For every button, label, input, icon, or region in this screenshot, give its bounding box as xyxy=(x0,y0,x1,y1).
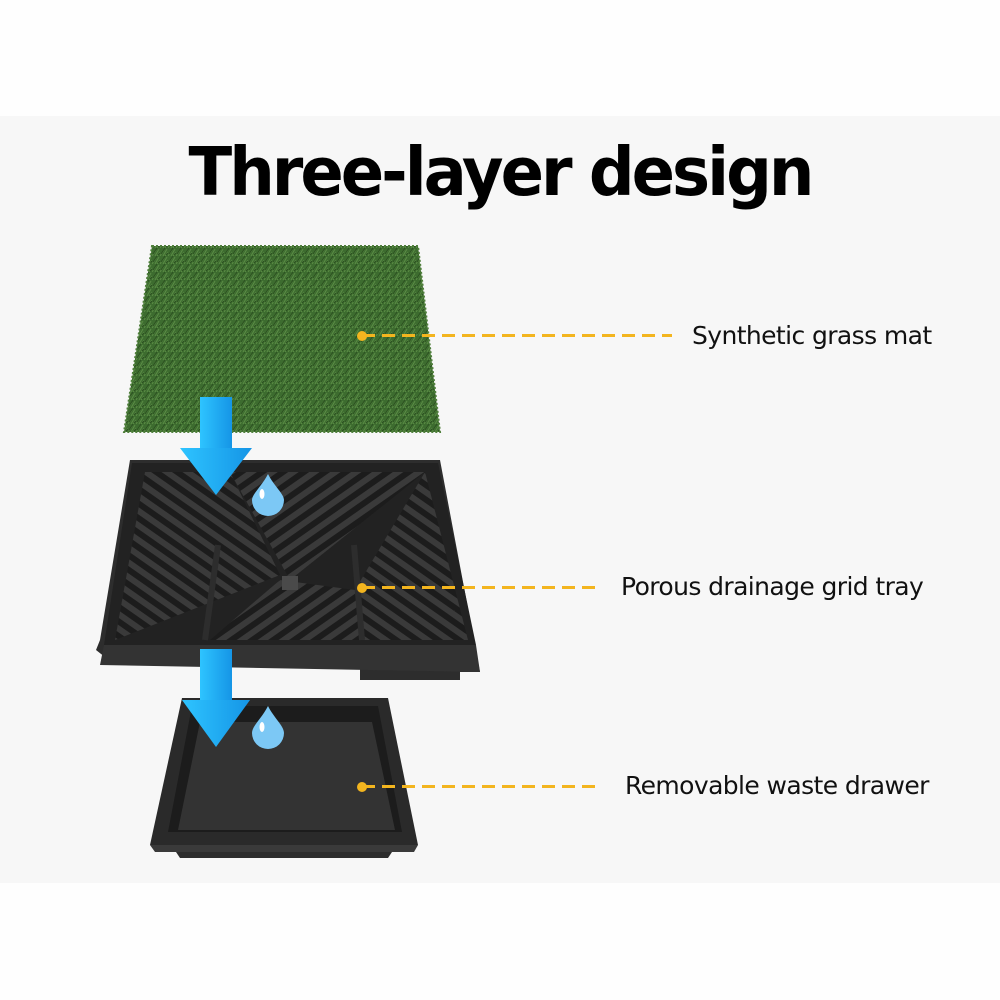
leader-line-grass xyxy=(357,331,672,341)
page-title: Three-layer design xyxy=(188,134,815,212)
leader-dot xyxy=(357,583,367,593)
label-grid-tray: Porous drainage grid tray xyxy=(621,572,924,601)
down-arrow-icon xyxy=(182,649,250,747)
waste-drawer xyxy=(150,698,418,858)
leader-dot xyxy=(357,331,367,341)
grass-mat xyxy=(122,245,442,433)
grid-tray xyxy=(96,460,480,680)
leader-line-tray xyxy=(357,583,600,593)
leader-dot xyxy=(357,782,367,792)
label-waste-drawer: Removable waste drawer xyxy=(625,771,929,800)
label-grass-mat: Synthetic grass mat xyxy=(692,321,932,350)
leader-line-drawer xyxy=(357,782,600,792)
down-arrow-icon xyxy=(180,397,252,495)
water-drop-icon xyxy=(252,474,284,516)
water-drop-icon xyxy=(252,706,284,749)
